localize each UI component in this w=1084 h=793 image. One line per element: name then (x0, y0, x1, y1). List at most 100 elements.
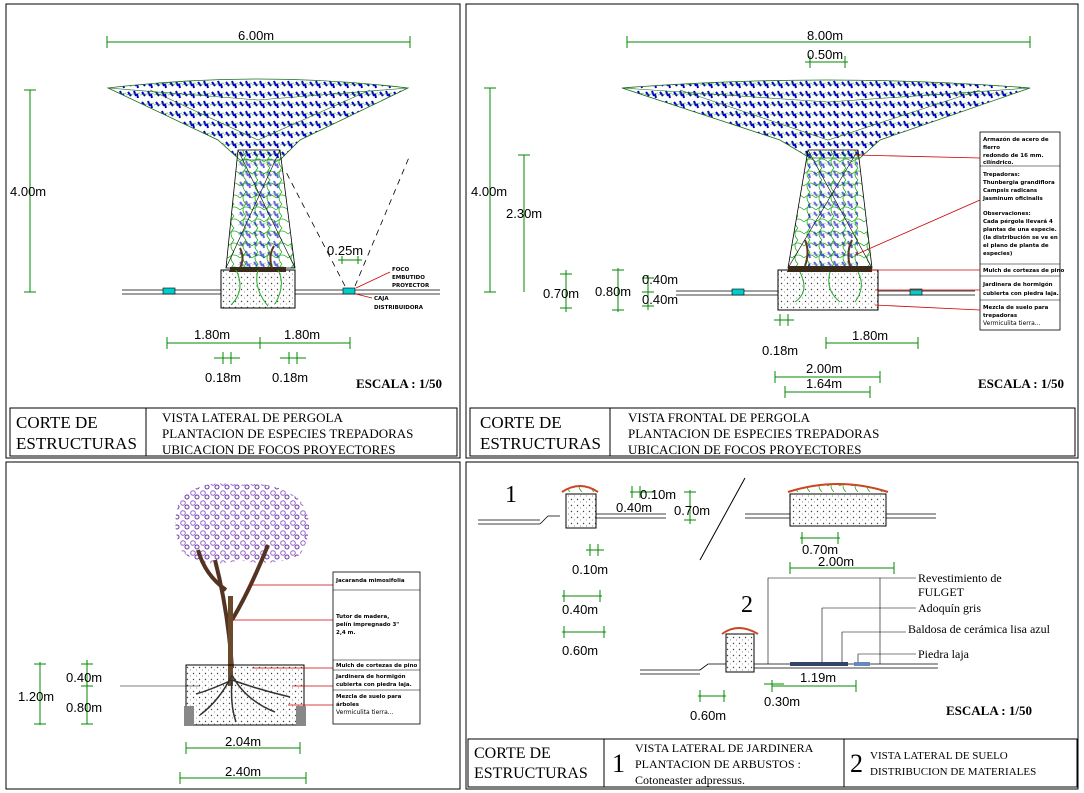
dim-e: 0.40m (562, 602, 598, 617)
note-2d: Jasminum oficinalis (982, 196, 1044, 202)
material-1a: Revestimiento de (918, 571, 1002, 585)
dim-h: 2.00m (818, 554, 854, 569)
dim-g: 0.70m (802, 542, 838, 557)
material-3: Baldosa de cerámica lisa azul (908, 622, 1051, 636)
shrub-planter-floor (725, 633, 755, 673)
title-line-2: ESTRUCTURAS (480, 434, 601, 453)
spotlight-left (162, 287, 176, 295)
panel-tree: Jacaranda mimosifolia Tutor de madera, p… (18, 483, 421, 784)
dim-k: 0.60m (690, 708, 726, 723)
dim-height: 4.00m (471, 184, 507, 199)
note-2b: Thunbergia grandiflora (983, 180, 1055, 186)
title-line-1: CORTE DE (16, 413, 98, 432)
note-focus-2: EMBUTIDO (392, 275, 425, 281)
title-line-2: ESTRUCTURAS (16, 434, 137, 453)
note-3d: (la distribución se ve en (983, 234, 1058, 241)
notes-box (979, 131, 1061, 331)
dim-c: 0.18m (205, 370, 241, 385)
note-planter-1: Jardinera de hormigón (335, 673, 406, 680)
dim-d4: 0.80m (595, 284, 631, 299)
note-6c: Vermiculita tierra... (983, 320, 1041, 327)
dim-c: 0.70m (674, 503, 710, 518)
desc-1c: Cotoneaster adpressus. (635, 773, 745, 787)
note-1b: fierro (983, 145, 1000, 151)
dim-j: 0.30m (764, 694, 800, 709)
wood-stake (228, 596, 233, 686)
dim-a: 0.10m (640, 487, 676, 502)
canopy (106, 78, 410, 161)
dim-w2: 2.40m (225, 764, 261, 779)
dim-d1: 0.40m (642, 272, 678, 287)
scale-label: ESCALA : 1/50 (946, 703, 1032, 718)
note-1d: cilíndrico. (983, 159, 1014, 166)
desc-num-1: 1 (612, 749, 625, 778)
note-box-1: CAJA (374, 296, 389, 302)
material-4: Piedra laja (918, 647, 970, 661)
note-2c: Campsis radicans (983, 188, 1038, 194)
dim-c: 0.18m (762, 343, 798, 358)
dim-a: 0.40m (66, 670, 102, 685)
dim-h2: 2.30m (506, 206, 542, 221)
note-2a: Trepadoras: (983, 172, 1020, 178)
note-species: Jacaranda mimosifolia (335, 578, 405, 584)
dim-w1: 2.00m (806, 361, 842, 376)
desc-line-2: PLANTACION DE ESPECIES TREPADORAS (628, 426, 879, 441)
title-line-1: CORTE DE (480, 413, 562, 432)
panel-frames (5, 3, 1079, 790)
note-soil-3: Vermiculita tierra... (336, 709, 394, 716)
detail-label-2: 2 (741, 592, 753, 618)
desc-num-2: 2 (850, 749, 863, 778)
desc-line-1: VISTA FRONTAL DE PERGOLA (628, 410, 811, 425)
note-stake-1: Tutor de madera, (336, 614, 389, 620)
note-soil-1: Mezcla de suelo para (336, 694, 402, 700)
note-focus-1: FOCO (392, 267, 409, 273)
tree-canopy (175, 483, 309, 564)
note-soil-2: árboles (336, 701, 360, 708)
dim-d: 0.18m (272, 370, 308, 385)
note-3b: Cada pérgola llevará 4 (983, 218, 1053, 225)
dim-focus: 0.25m (327, 243, 363, 258)
dim-b: 0.40m (616, 500, 652, 515)
shrub-planter-wide (789, 493, 887, 527)
dim-f: 0.60m (562, 643, 598, 658)
desc-2a: VISTA LATERAL DE SUELO (870, 750, 1008, 762)
dim-top: 0.50m (807, 47, 843, 62)
dim-b: 1.80m (284, 327, 320, 342)
note-stake-3: 2,4 m. (336, 630, 355, 636)
planter-box (777, 269, 879, 311)
title-line-2: ESTRUCTURAS (474, 765, 588, 782)
note-3c: plantas de una especie. (983, 227, 1057, 233)
note-4: Mulch de cortezas de pino (983, 268, 1064, 274)
desc-line-1: VISTA LATERAL DE PERGOLA (162, 410, 343, 425)
note-5b: cubierta con piedra laja. (983, 291, 1059, 297)
dim-width: 8.00m (807, 28, 843, 43)
detail-label-1: 1 (505, 482, 517, 508)
dim-i: 1.19m (800, 670, 836, 685)
note-6b: trepadoras (983, 313, 1018, 319)
desc-line-3: UBICACION DE FOCOS PROYECTORES (628, 442, 861, 457)
note-focus-3: PROYECTOR (392, 283, 430, 289)
note-planter-2: cubierta con piedra laja. (336, 682, 412, 688)
dim-b: 0.80m (66, 700, 102, 715)
note-6a: Mezcla de suelo para (983, 305, 1049, 311)
note-3f: especies) (983, 251, 1013, 257)
desc-line-2: PLANTACION DE ESPECIES TREPADORAS (162, 426, 413, 441)
tree-notes-box (332, 571, 421, 725)
dim-width: 6.00m (238, 28, 274, 43)
desc-line-3: UBICACION DE FOCOS PROYECTORES (162, 442, 395, 457)
scale-label: ESCALA : 1/50 (356, 376, 442, 391)
canopy (621, 79, 1031, 159)
title-line-1: CORTE DE (474, 745, 551, 762)
spotlight-right (342, 287, 356, 295)
note-mulch: Mulch de cortezas de pino (336, 663, 417, 669)
dim-w2: 1.64m (806, 376, 842, 391)
material-1b: FULGET (918, 585, 965, 599)
dim-w1: 2.04m (225, 734, 261, 749)
panel-planter-and-floor: 1 2 Revestimiento (467, 477, 1078, 788)
note-5a: Jardinera de hormigón (982, 281, 1053, 288)
dim-r1: 1.80m (852, 328, 888, 343)
dim-d: 0.10m (572, 562, 608, 577)
material-2: Adoquín gris (918, 601, 981, 615)
note-stake-2: pelín impregnado 3" (336, 621, 399, 628)
